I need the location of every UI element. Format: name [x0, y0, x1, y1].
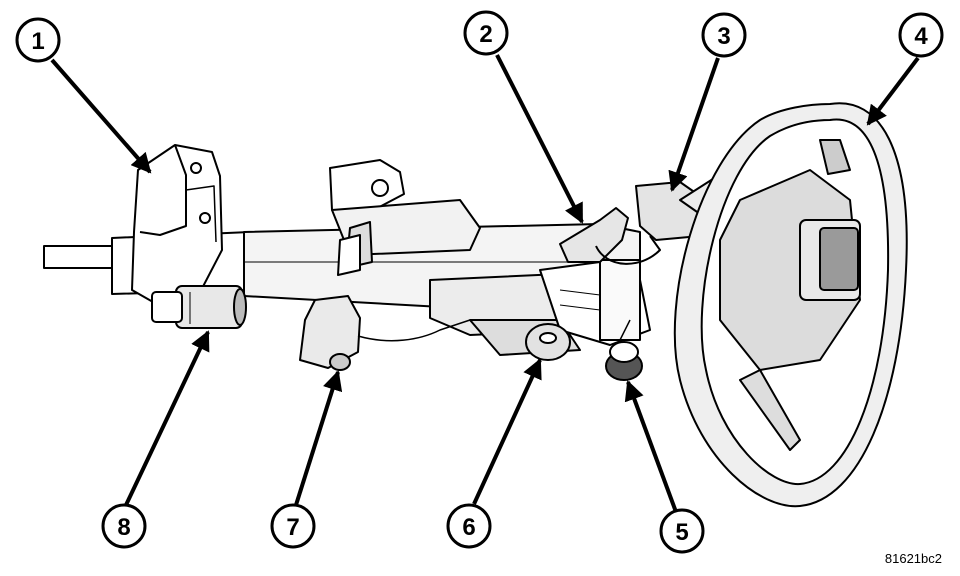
tilt-motor [151, 285, 247, 329]
callout-label: 7 [286, 514, 299, 541]
leader-arrows [50, 54, 920, 513]
callout-6: 6 [446, 503, 492, 549]
callout-label: 2 [479, 21, 492, 48]
upper-housing [329, 159, 481, 276]
callout-label: 8 [117, 514, 130, 541]
leader-2 [495, 54, 584, 224]
leader-4 [866, 56, 920, 126]
leader-6 [472, 358, 542, 505]
module-7 [299, 295, 471, 371]
callout-4: 4 [898, 12, 944, 58]
leader-1 [50, 58, 152, 174]
mounting-bracket [131, 144, 223, 307]
leader-3 [668, 57, 720, 192]
callout-8: 8 [101, 503, 147, 549]
callout-label: 1 [31, 28, 44, 55]
callout-5: 5 [659, 508, 705, 554]
leader-5 [624, 380, 678, 513]
callout-1: 1 [15, 17, 61, 63]
callout-7: 7 [270, 503, 316, 549]
steering-wheel [673, 102, 908, 508]
sensor-6 [525, 323, 571, 361]
component-2 [559, 207, 661, 265]
callout-label: 6 [462, 514, 475, 541]
callout-2: 2 [463, 10, 509, 56]
sensor-5 [605, 319, 643, 381]
callout-label: 4 [914, 23, 928, 50]
callout-label: 5 [675, 519, 688, 546]
figure-id: 81621bc2 [884, 551, 942, 566]
leader-8 [124, 330, 210, 506]
leader-7 [294, 370, 343, 506]
callout-3: 3 [701, 12, 747, 58]
callout-label: 3 [717, 23, 730, 50]
